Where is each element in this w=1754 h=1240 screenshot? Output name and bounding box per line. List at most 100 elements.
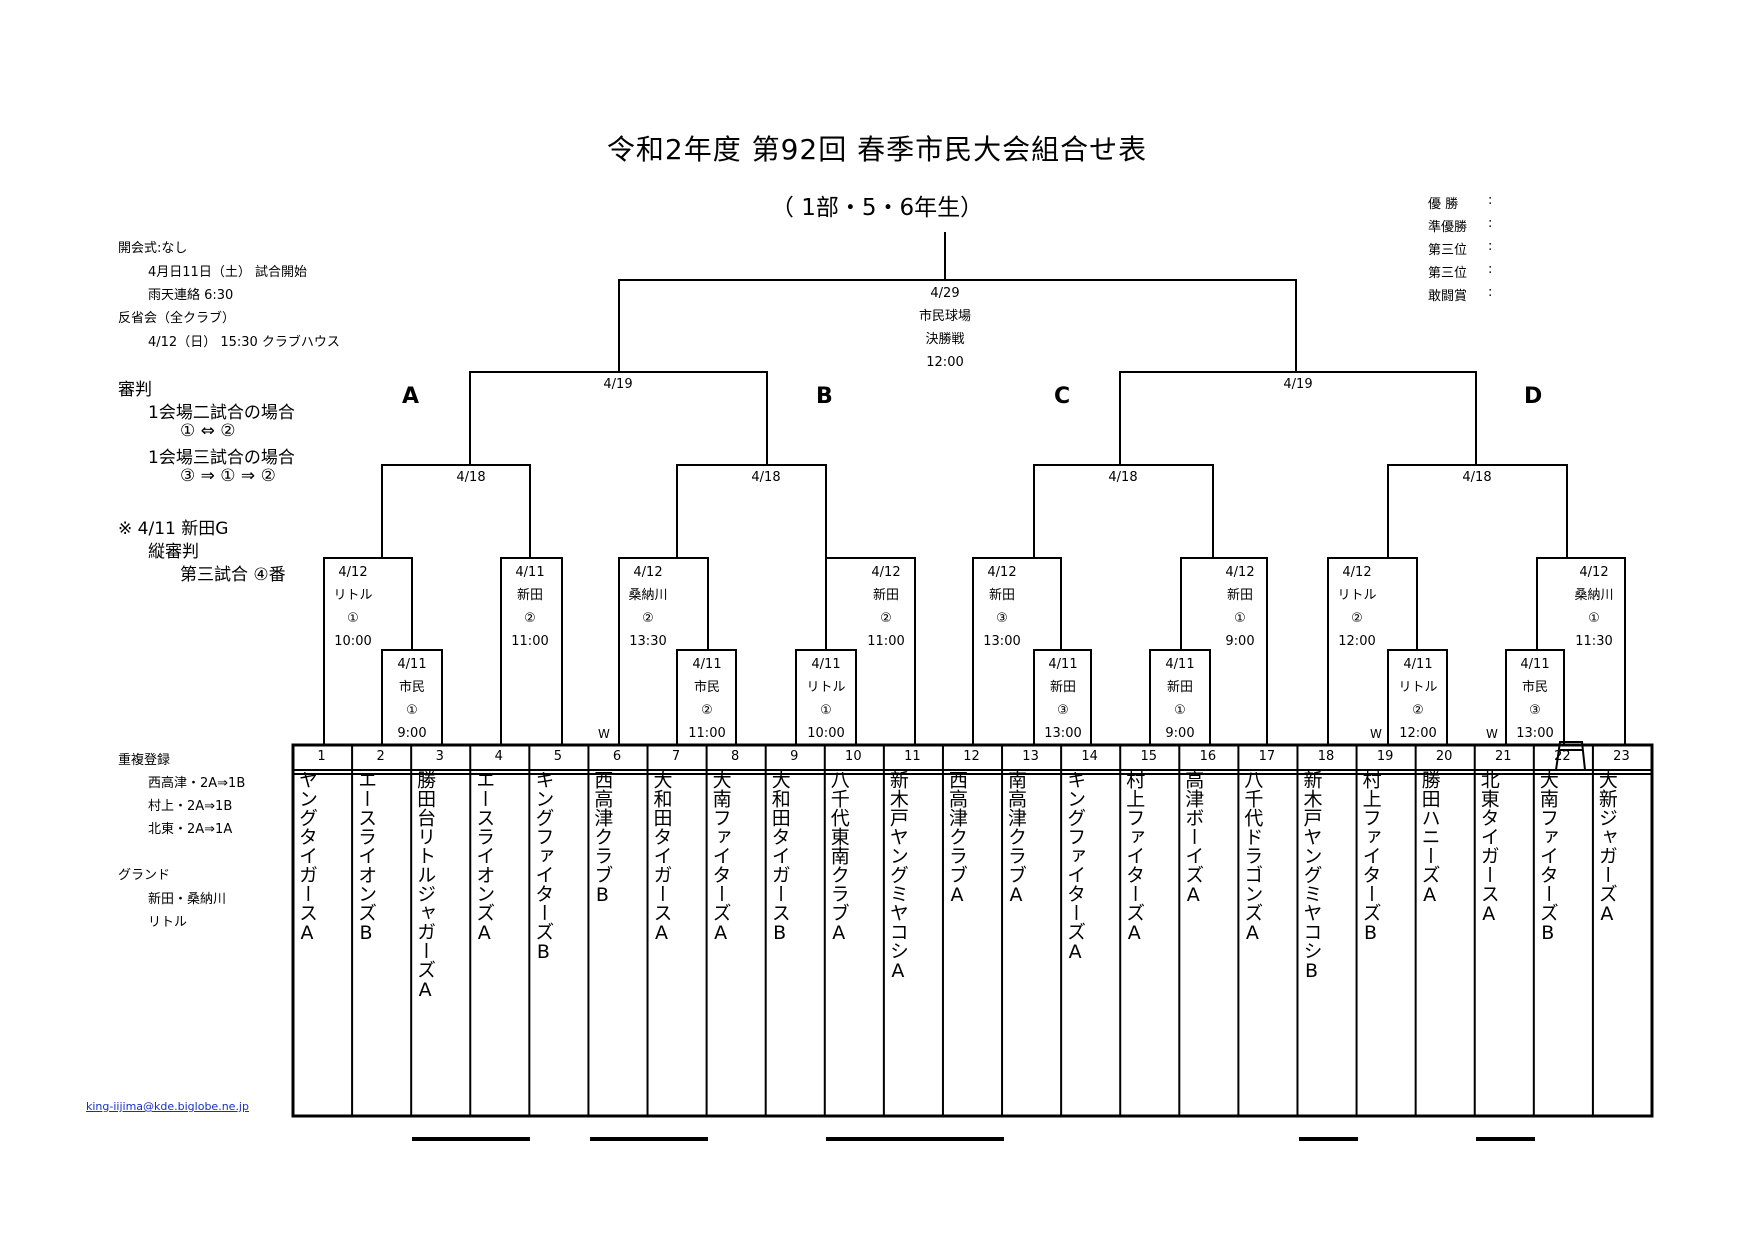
award-value: : — [1488, 216, 1493, 231]
game-venue: 新田 — [1166, 680, 1193, 695]
team-number: 23 — [1613, 749, 1630, 764]
game-no: ② — [701, 703, 713, 718]
email-link[interactable]: king-iijima@kde.biglobe.ne.jp — [86, 1100, 249, 1113]
team-name: 西高津クラブA — [945, 770, 968, 906]
team-number: 2 — [376, 749, 385, 764]
game-time: 9:00 — [1225, 634, 1255, 649]
block-label: C — [1054, 384, 1071, 409]
opening-note: 開会式:なし — [118, 241, 188, 256]
game-no: ② — [1351, 611, 1363, 626]
game-time: 11:00 — [511, 634, 549, 649]
team-slot: 14 キングファイターズA — [1060, 742, 1119, 1116]
game-time: 9:00 — [1165, 726, 1195, 741]
game-date: 4/12 — [1225, 565, 1255, 580]
game-venue: 市民 — [693, 680, 720, 695]
block-label: A — [402, 384, 420, 409]
final-time: 12:00 — [926, 355, 964, 370]
semi-date: 4/19 — [1283, 377, 1313, 392]
game-date: 4/11 — [811, 657, 841, 672]
game-time: 11:00 — [688, 726, 726, 741]
team-slot: 7 大和田タイガースA — [647, 742, 706, 1116]
team-number: 5 — [553, 749, 563, 764]
underline — [1299, 1137, 1358, 1141]
underline — [412, 1137, 530, 1141]
game-no: ③ — [996, 611, 1008, 626]
game-no: ① — [406, 703, 418, 718]
team-name: 大和田タイガースA — [650, 770, 673, 944]
game-date: 4/12 — [633, 565, 663, 580]
dup-item: 村上・2A⇒1B — [148, 799, 233, 814]
award-row: 準優勝: — [1428, 216, 1492, 235]
game-no: ② — [880, 611, 892, 626]
team-slot: 10 八千代東南クラブA — [824, 742, 883, 1116]
team-number: 6 — [612, 749, 622, 764]
award-value: : — [1488, 193, 1493, 208]
game-date: 4/11 — [1048, 657, 1078, 672]
dup-item: 西高津・2A⇒1B — [148, 776, 246, 791]
game-time: 10:00 — [334, 634, 372, 649]
final-date: 4/29 — [930, 286, 960, 301]
team-number: 21 — [1495, 749, 1512, 764]
quarter-date: 4/18 — [456, 470, 486, 485]
award-label: 優 勝 — [1428, 197, 1459, 212]
team-number: 18 — [1317, 749, 1335, 764]
award-row: 第三位: — [1428, 262, 1492, 281]
team-slot: 2 エースライオンズB — [351, 742, 410, 1116]
underline — [1476, 1137, 1535, 1141]
game-date: 4/11 — [397, 657, 427, 672]
game-date: 4/11 — [692, 657, 722, 672]
team-name: 西高津クラブB — [591, 770, 614, 906]
team-name: キングファイターズA — [1064, 770, 1087, 963]
team-number: 9 — [790, 749, 799, 764]
underline — [826, 1137, 1004, 1141]
team-slot: 9 大和田タイガースB — [765, 742, 824, 1116]
award-label: 第三位 — [1428, 266, 1468, 281]
team-name: 八千代東南クラブA — [827, 770, 850, 944]
game-time: 11:30 — [1575, 634, 1613, 649]
game-date: 4/12 — [987, 565, 1017, 580]
game-time: 10:00 — [807, 726, 845, 741]
team-number: 7 — [671, 749, 681, 764]
umpire-title: 審判 — [118, 380, 152, 400]
page-subtitle: （ 1部・5・6年生） — [770, 195, 984, 221]
review-note: 反省会（全クラブ） — [118, 311, 236, 326]
ground-title: グランド — [118, 868, 171, 883]
game-date: 4/11 — [1520, 657, 1550, 672]
game-no: ① — [820, 703, 832, 718]
special-note-2: 縦審判 — [148, 542, 199, 562]
team-name: 大南ファイターズA — [709, 770, 732, 944]
award-label: 敢闘賞 — [1428, 289, 1468, 304]
game-no: ② — [524, 611, 536, 626]
team-number: 17 — [1258, 749, 1276, 764]
team-number: 10 — [845, 749, 862, 764]
game-time: 13:30 — [629, 634, 667, 649]
game-venue: リトル — [1398, 680, 1438, 695]
game-no: ① — [1588, 611, 1600, 626]
rain-note: 雨天連絡 6:30 — [148, 288, 234, 303]
team-number: 14 — [1081, 749, 1098, 764]
team-name: エースライオンズA — [473, 770, 496, 944]
game-time: 13:00 — [983, 634, 1021, 649]
game-time: 11:00 — [867, 634, 905, 649]
game-time: 9:00 — [397, 726, 427, 741]
quarter-date: 4/18 — [1462, 470, 1492, 485]
ground-item: リトル — [148, 915, 188, 930]
team-name: エースライオンズB — [355, 770, 378, 944]
team-name: 大和田タイガースB — [768, 770, 791, 944]
block-label: D — [1524, 384, 1543, 409]
game-venue: 新田 — [1049, 680, 1076, 695]
game-date: 4/12 — [871, 565, 901, 580]
team-number: 3 — [435, 749, 444, 764]
